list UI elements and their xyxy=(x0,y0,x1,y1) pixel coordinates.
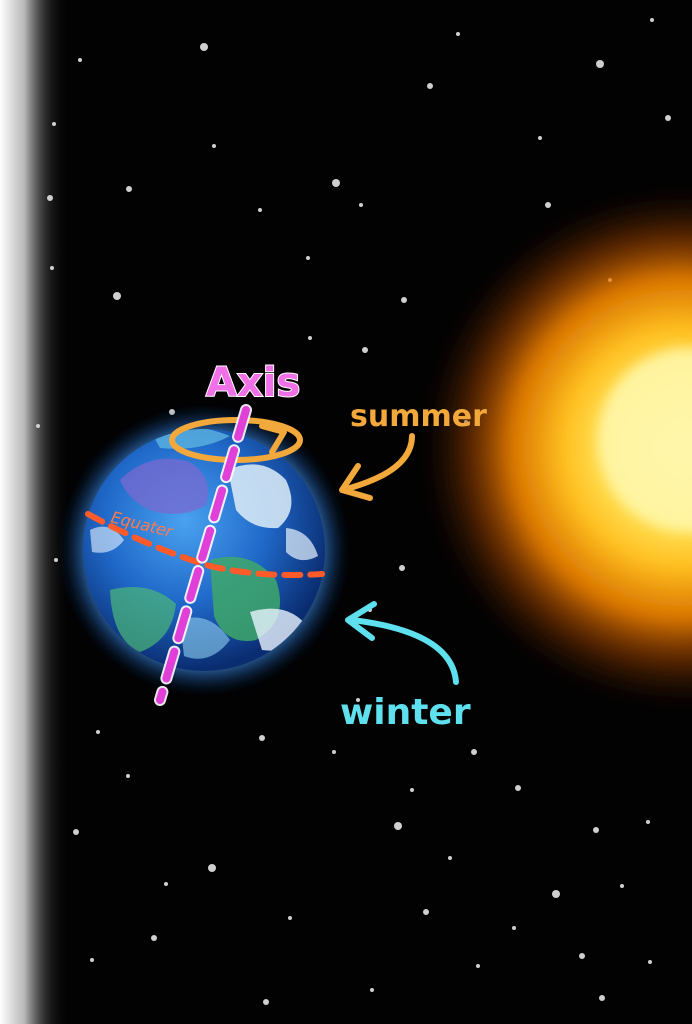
summer-arrow-icon xyxy=(339,433,415,501)
left-haze xyxy=(0,0,70,1024)
winter-arrow-icon xyxy=(345,601,459,685)
rotation-arrow-icon xyxy=(259,423,287,455)
axis-label: Axis xyxy=(206,360,300,406)
summer-label: summer xyxy=(350,399,487,434)
winter-label: winter xyxy=(340,692,471,733)
equator-line xyxy=(85,511,325,578)
sun-icon xyxy=(420,186,692,710)
axis-line xyxy=(154,404,252,706)
